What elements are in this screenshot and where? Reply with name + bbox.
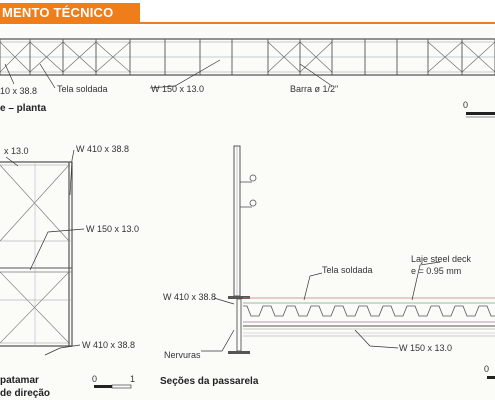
label-nervuras: Nervuras: [164, 350, 201, 360]
header-tab: [0, 3, 140, 23]
steel-deck-profile: [243, 305, 495, 317]
svg-text:0: 0: [92, 374, 97, 384]
header-bar: MENTO TÉCNICO: [0, 0, 495, 26]
label-w150-plan: W 150 x 13.0: [151, 84, 204, 94]
handrail-bolt-2: [249, 199, 257, 207]
header-rule: [0, 22, 495, 24]
plan-x-brace: [95, 41, 131, 73]
plan-x-brace: [461, 41, 495, 73]
label-w410-plan: 10 x 38.8: [0, 86, 37, 96]
label-w410-top: W 410 x 38.8: [76, 144, 129, 154]
landing-caption-2: de direção: [0, 388, 50, 399]
svg-text:0: 0: [484, 364, 489, 374]
label-laje: Laje steel deck: [411, 254, 472, 264]
plan-x-brace: [62, 41, 97, 73]
plan-x-brace: [427, 41, 463, 73]
landing-detail: x 13.0 W 410 x 38.8 W 150 x 13.0 W 410 x…: [0, 144, 139, 399]
label-w150-section: W 150 x 13.0: [399, 343, 452, 353]
section-title: Seções da passarela: [160, 376, 259, 387]
label-top-beam: x 13.0: [4, 146, 29, 156]
handrail-bolt-1: [249, 174, 257, 182]
label-w410-bottom: W 410 x 38.8: [82, 340, 135, 350]
label-w410-section: W 410 x 38.8: [163, 292, 216, 302]
plan-title: e – planta: [0, 103, 47, 114]
leader-tela-plan: [39, 63, 56, 89]
label-tela-section: Tela soldada: [322, 265, 373, 275]
label-tela-plan: Tela soldada: [57, 84, 108, 94]
svg-text:0: 0: [463, 100, 468, 110]
header-title: MENTO TÉCNICO: [2, 5, 114, 20]
landing-scale-bar: 0 1: [92, 374, 135, 389]
leader-w150-plan: [149, 59, 221, 89]
label-barra-plan: Barra ø 1/2": [290, 84, 338, 94]
plan-bracing: [0, 41, 495, 73]
plan-view: 10 x 38.8 Tela soldada W 150 x 13.0 Barr…: [0, 38, 495, 118]
plan-x-brace: [29, 41, 64, 73]
section-scale-bar: 0: [484, 364, 495, 379]
leader-w410-plan: [4, 63, 15, 85]
section-w410-beam: [228, 296, 250, 354]
plan-scale-bar: 0: [463, 100, 495, 118]
walkway-section: Tela soldada Laje steel deck e = 0.95 mm…: [160, 145, 495, 387]
label-laje-e: e = 0.95 mm: [411, 266, 461, 276]
plan-x-brace: [267, 41, 301, 73]
label-w150-mid: W 150 x 13.0: [86, 224, 139, 234]
svg-text:1: 1: [130, 374, 135, 384]
landing-caption-1: patamar: [0, 375, 39, 386]
plan-x-brace: [299, 41, 333, 73]
plan-x-brace: [0, 41, 31, 73]
leader-barra-plan: [299, 63, 333, 87]
plan-verticals: [0, 39, 495, 75]
